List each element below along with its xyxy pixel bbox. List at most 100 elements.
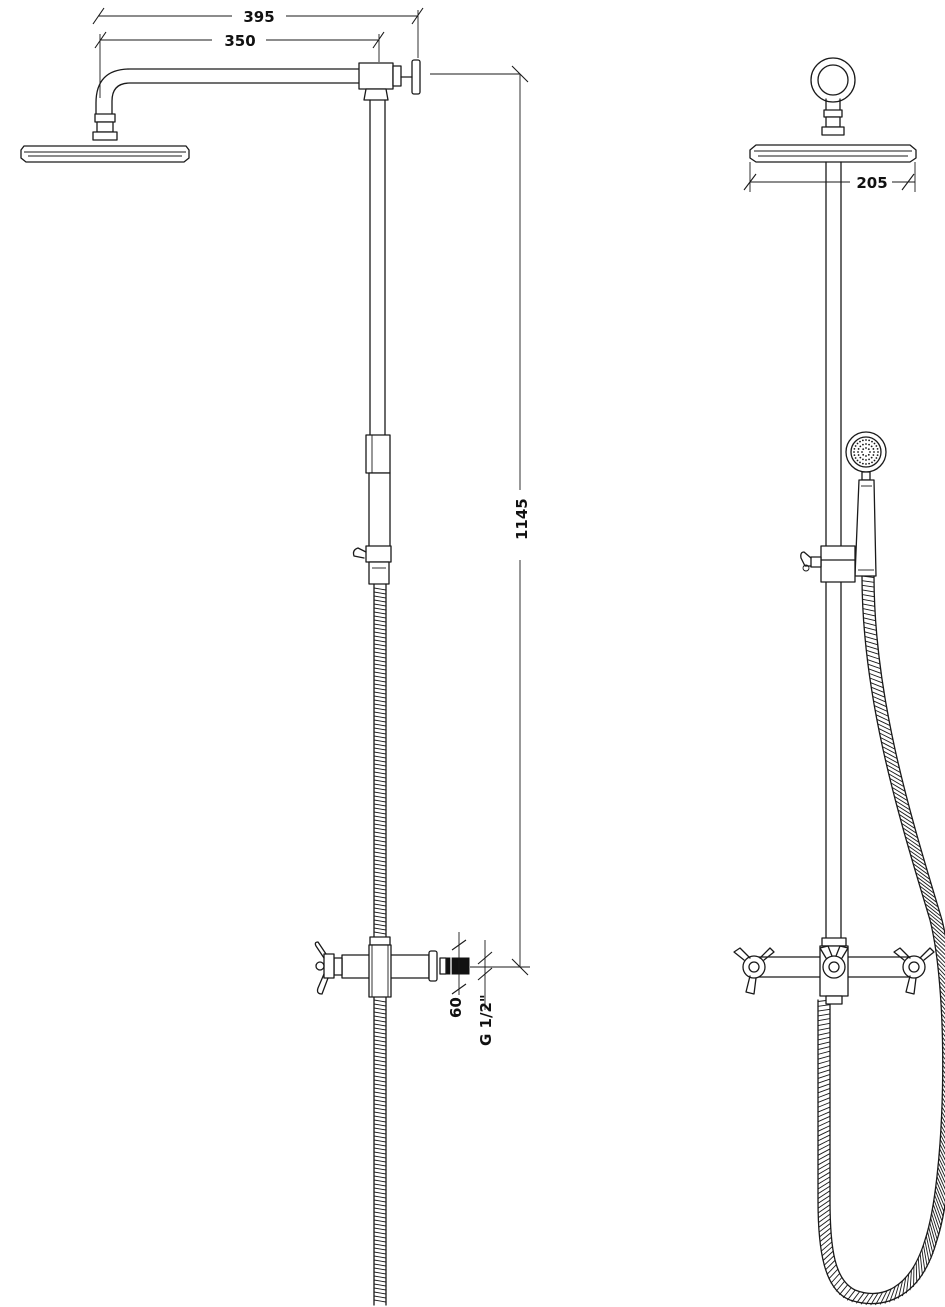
hose-rib xyxy=(866,654,880,660)
hose-rib xyxy=(889,1286,896,1303)
hose-rib xyxy=(373,1163,387,1167)
hose-rib xyxy=(373,747,387,751)
hose-rib xyxy=(373,1123,387,1127)
hose-rib xyxy=(373,795,387,799)
hose-rib xyxy=(906,840,922,852)
hose-rib xyxy=(373,739,387,743)
hose-rib xyxy=(373,1115,387,1119)
hose-rib xyxy=(817,1055,831,1060)
hose-rib xyxy=(830,1273,841,1284)
hose-rib xyxy=(936,1180,945,1203)
hose-rib xyxy=(373,1147,387,1151)
hose-rib xyxy=(941,1106,945,1114)
hose-rib xyxy=(927,912,944,926)
hose-rib xyxy=(373,1139,387,1143)
hose-rib xyxy=(373,1067,387,1071)
hose-rib xyxy=(373,727,387,731)
hose-rib xyxy=(940,1129,945,1139)
hose-rib xyxy=(870,682,884,688)
hose-rib xyxy=(373,915,387,919)
hose-rib xyxy=(373,667,387,671)
hose-rib xyxy=(817,1162,831,1171)
hose-rib xyxy=(907,845,923,857)
hose-rib xyxy=(867,659,880,665)
hose-rib xyxy=(373,1255,387,1259)
hose-rib xyxy=(933,939,945,952)
hose-rib xyxy=(862,598,875,602)
spray-nozzle xyxy=(857,451,859,453)
hose-rib xyxy=(373,1015,387,1019)
spray-nozzle xyxy=(870,456,873,459)
hose-rib xyxy=(937,962,945,972)
hose-rib xyxy=(878,728,892,736)
spray-nozzle xyxy=(859,461,861,464)
hose-rib xyxy=(817,1157,831,1166)
hose-rib xyxy=(863,626,877,631)
hose-rib xyxy=(921,1249,926,1272)
hose-rib xyxy=(817,1139,831,1147)
hose-rib xyxy=(864,631,877,636)
hose-rib xyxy=(373,1199,387,1203)
hose-rib xyxy=(866,649,879,655)
spray-nozzle xyxy=(872,454,875,456)
spray-nozzle xyxy=(865,459,867,461)
hose-rib xyxy=(373,671,387,675)
hose-rib xyxy=(909,1269,912,1291)
hose-rib xyxy=(931,1208,941,1232)
hose-rib xyxy=(870,1292,879,1306)
hose-rib xyxy=(819,1227,831,1238)
spray-nozzle xyxy=(853,447,856,450)
hose-rib xyxy=(936,957,945,968)
hose-rib xyxy=(373,999,387,1003)
hose-rib xyxy=(926,907,942,921)
rain-shower-head-side xyxy=(20,113,190,163)
hose-rib xyxy=(373,655,387,659)
spray-nozzle xyxy=(873,442,876,445)
hose-rib xyxy=(922,1244,928,1268)
hose-rib xyxy=(373,1131,387,1135)
hose-rib xyxy=(941,1111,945,1119)
spray-nozzle xyxy=(859,440,861,443)
hose-rib xyxy=(373,1223,387,1227)
hose-rib xyxy=(373,707,387,711)
hose-rib xyxy=(373,1171,387,1175)
spray-nozzle xyxy=(873,451,875,453)
hose-rib xyxy=(817,1027,831,1031)
hose-rib xyxy=(817,1167,831,1175)
hose-rib xyxy=(373,811,387,815)
dimension-395: 395 xyxy=(92,7,424,58)
hose-rib xyxy=(817,1050,831,1055)
hose-rib xyxy=(890,782,905,792)
hand-shower xyxy=(845,431,887,577)
hose-rib xyxy=(941,1027,945,1033)
hose-rib xyxy=(877,723,891,731)
hose-rib xyxy=(817,1101,831,1108)
hose-rib xyxy=(941,1102,945,1109)
hose-rib xyxy=(820,1241,833,1252)
hose-rib xyxy=(823,1255,835,1266)
hose-rib xyxy=(892,791,908,801)
hose-rib xyxy=(373,607,387,611)
hose-rib xyxy=(935,948,945,960)
spray-nozzle xyxy=(868,443,870,446)
hose-rib xyxy=(373,1259,387,1263)
hose-rib xyxy=(915,1262,918,1284)
hose-rib xyxy=(373,1191,387,1195)
hose-rib xyxy=(862,608,875,612)
spray-nozzle xyxy=(865,455,867,457)
hose-rib xyxy=(939,985,945,993)
hose-rib xyxy=(373,1031,387,1035)
hose-rib xyxy=(373,751,387,755)
hose-rib xyxy=(817,1018,831,1022)
hose-rib xyxy=(917,1257,921,1280)
hose-rib xyxy=(875,1291,883,1306)
hose-rib xyxy=(903,831,919,843)
hose-rib xyxy=(373,1087,387,1091)
hose-rib xyxy=(373,1047,387,1051)
hose-rib xyxy=(939,990,945,998)
spray-nozzle xyxy=(876,454,879,457)
hose-rib xyxy=(373,1063,387,1067)
hose-rib xyxy=(373,835,387,839)
hose-rib xyxy=(941,1013,945,1020)
hose-rib xyxy=(940,1134,945,1145)
